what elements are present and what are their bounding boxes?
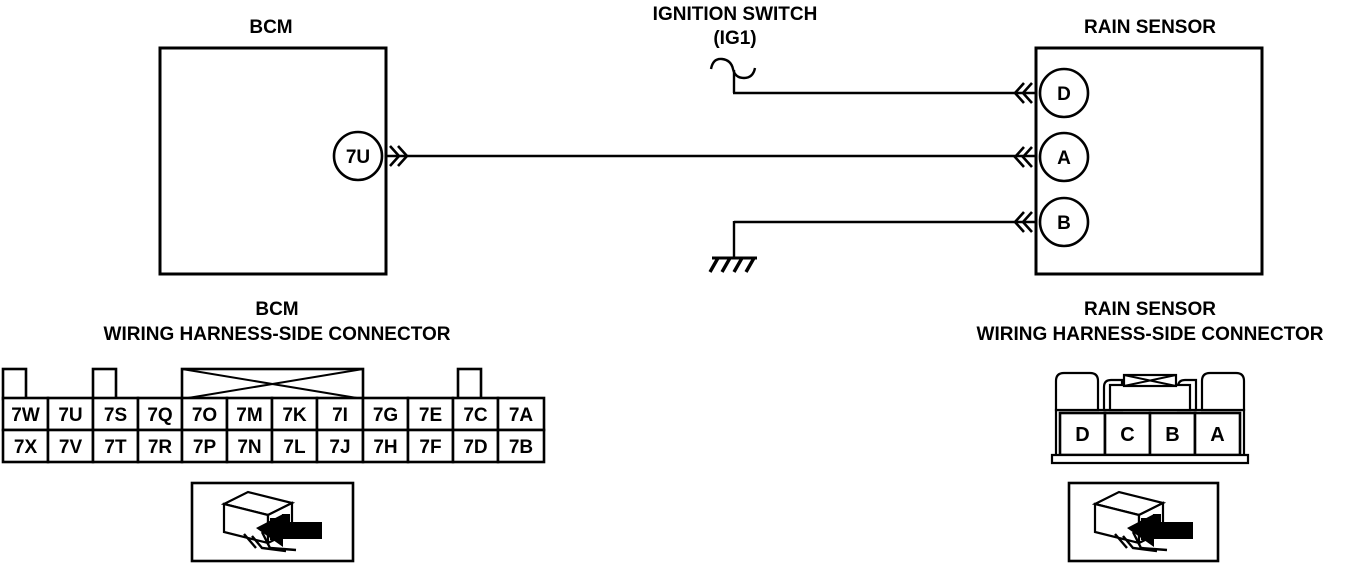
bcm-icon-arrow-icon xyxy=(256,514,322,547)
bcm-pin-cell xyxy=(496,428,546,464)
bcm-connector-insertion-icon xyxy=(190,481,355,563)
bcm-connector-caption-line1: BCM xyxy=(255,299,298,320)
bcm-pin-cell xyxy=(91,396,140,432)
bcm-pin-label: 7N xyxy=(237,437,261,458)
rain-sensor-connector-caption-line1: RAIN SENSOR xyxy=(1084,299,1216,320)
bcm-icon-cavity xyxy=(282,514,290,525)
ignition-switch-subtitle: (IG1) xyxy=(713,28,756,49)
bcm-icon-wire xyxy=(251,535,287,553)
bcm-pin-cell xyxy=(361,428,410,464)
rain-sensor-terminal-A-chevron-icon xyxy=(1013,146,1033,168)
bcm-icon-wire xyxy=(260,531,297,552)
bcm-pin-label: 7J xyxy=(329,437,350,458)
rain-sensor-connector-right-tab xyxy=(1200,371,1246,412)
bcm-pin-cell xyxy=(406,396,455,432)
bcm-pin-cell xyxy=(180,428,229,464)
bcm-pin-label: 7D xyxy=(463,437,487,458)
rain-sensor-connector-latch-block xyxy=(1108,383,1192,412)
bcm-pin-label: 7H xyxy=(373,437,397,458)
bcm-pin-label: 7K xyxy=(282,405,307,426)
bcm-pin-label: 7V xyxy=(59,437,83,458)
bcm-connector-tab xyxy=(1,367,28,401)
rain-sensor-terminal-B-chevron-icon xyxy=(1013,211,1033,233)
bcm-pin-cell xyxy=(496,396,546,432)
bcm-pin-label: 7F xyxy=(419,437,441,458)
rain-sensor-pin-cell xyxy=(1103,411,1152,457)
bcm-terminal-7U-label: 7U xyxy=(346,147,370,168)
rain-sensor-connector-insertion-icon xyxy=(1067,481,1220,563)
bcm-pin-label: 7Q xyxy=(147,405,172,426)
bcm-connector-top-row: 7W 7U 7S 7Q 7O 7M 7K 7I 7G 7E xyxy=(1,396,546,432)
bcm-connector-crossed-box-x-icon xyxy=(181,368,364,400)
rain-sensor-icon-cavity xyxy=(1153,514,1161,525)
rain-sensor-terminal-A-circle xyxy=(1038,131,1090,183)
bcm-pin-cell xyxy=(46,428,95,464)
rain-sensor-terminal-B-label: B xyxy=(1057,213,1071,234)
rain-sensor-pin-cell xyxy=(1193,411,1242,457)
ignition-switch-break-symbol xyxy=(709,57,757,80)
bcm-pin-cell xyxy=(225,396,274,432)
rain-sensor-connector-latch-x-icon xyxy=(1123,374,1177,387)
rain-sensor-terminal-D-chevron-icon xyxy=(1013,82,1033,104)
rain-sensor-connector-bottom-lip xyxy=(1050,453,1250,465)
rain-sensor-pin-label: D xyxy=(1075,424,1089,446)
bcm-pin-label: 7I xyxy=(332,405,348,426)
bcm-pin-label: 7E xyxy=(419,405,442,426)
bcm-pin-cell xyxy=(180,396,229,432)
bcm-connector-tab xyxy=(456,367,483,401)
bcm-terminal-chevron-icon xyxy=(389,145,409,167)
bcm-pin-label: 7U xyxy=(58,405,82,426)
rain-sensor-icon-wire xyxy=(1114,533,1128,549)
rain-sensor-connector-caption-line2: WIRING HARNESS-SIDE CONNECTOR xyxy=(977,324,1324,345)
rain-sensor-pin-label: A xyxy=(1210,424,1224,446)
bcm-pin-label: 7S xyxy=(104,405,127,426)
bcm-pin-label: 7A xyxy=(509,405,534,426)
ground-symbol-hatch xyxy=(708,257,756,273)
bcm-pin-label: 7L xyxy=(283,437,306,458)
bcm-pin-cell xyxy=(315,428,365,464)
bcm-connector-bottom-row: 7X 7V 7T 7R 7P 7N 7L 7J 7H 7F xyxy=(1,428,546,464)
bcm-pin-label: 7T xyxy=(104,437,127,458)
bcm-title: BCM xyxy=(249,17,292,38)
bcm-pin-cell xyxy=(1,396,50,432)
bcm-pin-label: 7C xyxy=(463,405,488,426)
bcm-pin-label: 7B xyxy=(509,437,533,458)
bcm-connector-caption-line2: WIRING HARNESS-SIDE CONNECTOR xyxy=(104,324,451,345)
bcm-pin-cell xyxy=(136,428,184,464)
bcm-connector-tab xyxy=(91,367,118,401)
bcm-pin-label: 7O xyxy=(192,405,217,426)
rain-sensor-title: RAIN SENSOR xyxy=(1084,17,1216,38)
rain-sensor-icon-arrow-icon xyxy=(1127,514,1193,547)
bcm-icon-wire xyxy=(243,533,257,549)
rain-sensor-connector-pinout: D C B A xyxy=(1050,371,1250,465)
rain-sensor-icon-wire xyxy=(1131,531,1168,552)
bcm-pin-cell xyxy=(1,428,50,464)
bcm-pin-cell xyxy=(315,396,365,432)
rain-sensor-terminal-D-label: D xyxy=(1057,84,1071,105)
rain-sensor-terminal-B-circle xyxy=(1038,196,1090,248)
rain-sensor-connector-left-tab xyxy=(1054,371,1100,412)
rain-sensor-pin-label: C xyxy=(1120,424,1134,446)
bcm-connector-pinout: 7W 7U 7S 7Q 7O 7M 7K 7I 7G 7E xyxy=(1,367,546,464)
bcm-pin-label: 7R xyxy=(148,437,173,458)
ignition-switch-title: IGNITION SWITCH xyxy=(653,4,818,25)
bcm-pin-label: 7X xyxy=(14,437,38,458)
bcm-terminal-7U-circle xyxy=(332,130,384,182)
rain-sensor-terminal-A-label: A xyxy=(1057,148,1071,169)
rain-sensor-pin-label: B xyxy=(1165,424,1179,446)
bcm-pin-label: 7W xyxy=(11,405,40,426)
rain-sensor-terminal-D-circle xyxy=(1038,67,1090,119)
bcm-pin-label: 7G xyxy=(373,405,398,426)
rain-sensor-icon-wire xyxy=(1122,535,1158,553)
bcm-pin-label: 7P xyxy=(193,437,217,458)
bcm-pin-label: 7M xyxy=(236,405,262,426)
